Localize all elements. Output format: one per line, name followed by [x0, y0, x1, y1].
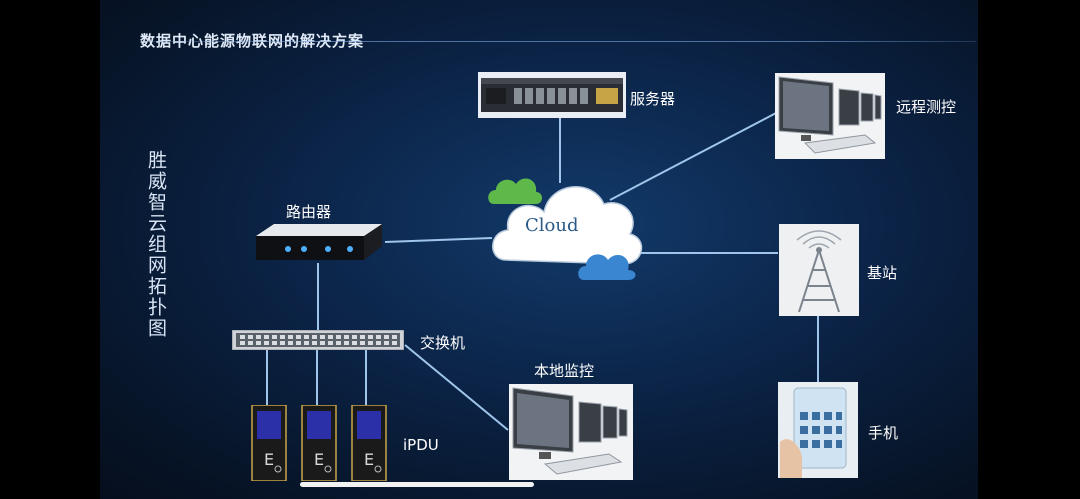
slide: 数据中心能源物联网的解决方案 胜威智云组网拓扑图 — [100, 0, 978, 499]
remote-monitor-image — [775, 73, 885, 159]
blue-cloud-icon — [578, 254, 636, 280]
server-image — [478, 72, 626, 118]
svg-text:E: E — [314, 450, 324, 469]
green-cloud-icon — [488, 178, 542, 204]
ipdu-image: E E E — [250, 404, 390, 482]
link-switch-local — [404, 344, 509, 431]
phone-image — [778, 382, 858, 478]
title-divider — [140, 41, 976, 42]
base-station-label: 基站 — [867, 264, 898, 282]
link-cloud-remote — [609, 111, 779, 201]
cloud-shape — [488, 168, 648, 286]
phone-label: 手机 — [868, 424, 899, 442]
local-label: 本地监控 — [534, 362, 595, 380]
router-label: 路由器 — [286, 203, 332, 221]
home-indicator[interactable] — [300, 482, 534, 487]
switch-image — [231, 329, 405, 351]
remote-label: 远程测控 — [896, 98, 957, 116]
cloud-label: Cloud — [525, 215, 579, 236]
server-label: 服务器 — [630, 90, 676, 108]
link-router-cloud — [384, 237, 493, 243]
ipdu-label: iPDU — [403, 436, 439, 454]
svg-text:E: E — [364, 450, 374, 469]
svg-text:E: E — [264, 450, 274, 469]
local-monitor-image — [509, 384, 633, 480]
base-station-image — [779, 224, 859, 316]
router-image — [252, 222, 386, 262]
vertical-title: 胜威智云组网拓扑图 — [145, 150, 167, 339]
connection-lines — [266, 111, 819, 431]
switch-label: 交换机 — [420, 334, 466, 352]
